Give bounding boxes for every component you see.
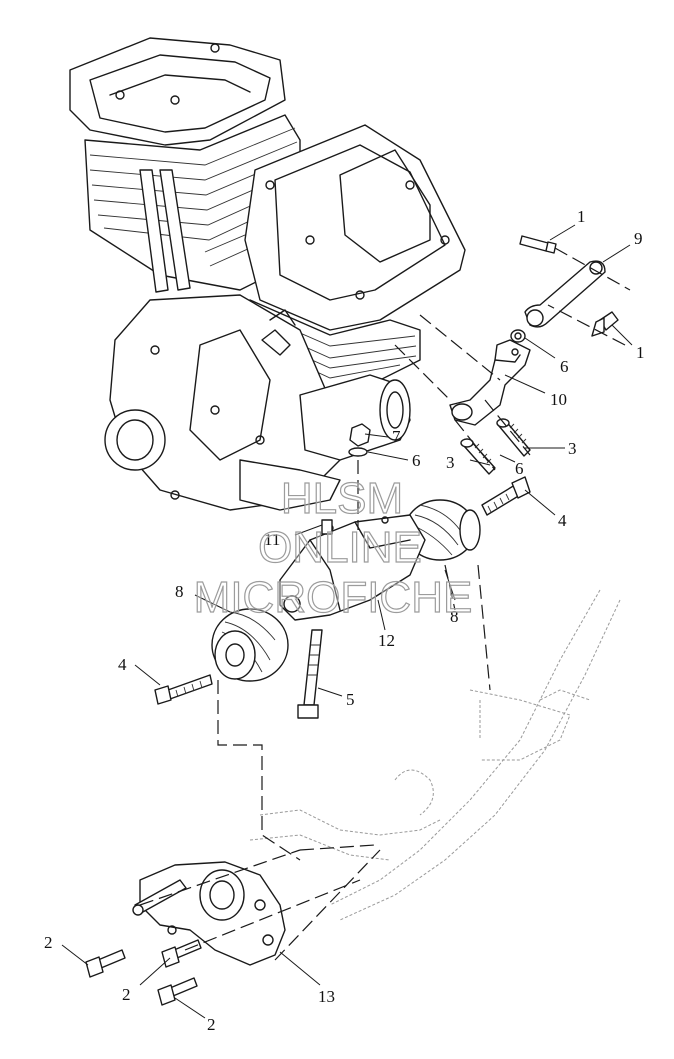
callout-1-right: 1 [636,343,645,362]
top-stabilizer-link [348,235,619,475]
watermark: HLSM ONLINE MICROFICHE [193,473,473,622]
callout-5: 5 [346,690,355,709]
callout-12: 12 [378,631,395,650]
watermark-line-2: ONLINE [258,523,422,572]
callout-10: 10 [550,390,567,409]
watermark-line-3: MICROFICHE [194,573,473,622]
motorcycle-frame [249,589,621,921]
callout-2-middle: 2 [122,985,131,1004]
callout-6-upper: 6 [560,357,569,376]
callout-4-left: 4 [118,655,127,674]
engine-assembly [69,37,466,511]
callout-6-lower: 6 [515,459,524,478]
callout-1-top: 1 [577,207,586,226]
callout-11: 11 [264,530,280,549]
callout-labels: 1 9 1 6 10 7 3 6 3 6 4 11 8 8 12 4 5 2 1… [44,207,645,1034]
callout-leaders [61,224,633,1019]
watermark-line-1: HLSM [281,474,403,523]
callout-7: 7 [392,427,401,446]
callout-4-right: 4 [558,511,567,530]
alignment-lines [139,247,631,961]
callout-13: 13 [318,987,335,1006]
callout-2-bottom: 2 [207,1015,216,1034]
callout-9: 9 [634,229,643,248]
callout-3-right: 3 [568,439,577,458]
front-isolator-mount [154,476,531,719]
lower-mount-bracket [85,861,286,1006]
callout-3-left: 3 [446,453,455,472]
callout-8-left: 8 [175,582,184,601]
callout-6-nut: 6 [412,451,421,470]
callout-2-top: 2 [44,933,53,952]
callout-8-right: 8 [450,607,459,626]
